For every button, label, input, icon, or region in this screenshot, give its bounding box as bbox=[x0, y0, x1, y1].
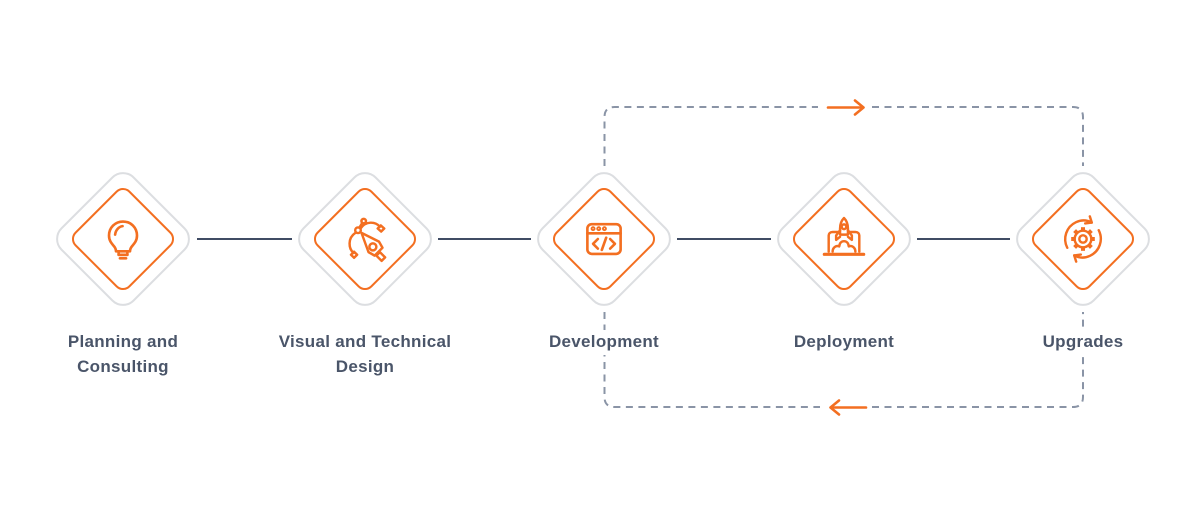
stage-label-planning: Planning and Consulting bbox=[67, 332, 179, 376]
code-window-icon bbox=[576, 211, 632, 267]
lightbulb-icon bbox=[95, 211, 151, 267]
stage-label-design: Visual and Technical Design bbox=[278, 332, 452, 376]
stage-node-upgrades-inner bbox=[1027, 183, 1139, 295]
loop-arrow-right-icon bbox=[826, 99, 865, 116]
stage-node-design-inner bbox=[309, 183, 421, 295]
stage-label-development: Development bbox=[509, 330, 699, 355]
rocket-launch-icon bbox=[816, 211, 872, 267]
stage-label-deployment: Deployment bbox=[793, 332, 895, 351]
stage-node-planning-inner bbox=[67, 183, 179, 295]
gear-sync-icon bbox=[1055, 211, 1111, 267]
dashed-loop bbox=[603, 106, 1084, 408]
loop-arrow-left-icon bbox=[829, 399, 868, 416]
stage-node-development-inner bbox=[548, 183, 660, 295]
stage-node-upgrades bbox=[1009, 165, 1157, 313]
stage-node-deployment bbox=[770, 165, 918, 313]
stage-node-development bbox=[530, 165, 678, 313]
stage-node-deployment-inner bbox=[788, 183, 900, 295]
pen-tool-icon bbox=[337, 211, 393, 267]
stage-label-upgrades: Upgrades bbox=[988, 330, 1178, 355]
stage-node-planning bbox=[49, 165, 197, 313]
stage-node-design bbox=[291, 165, 439, 313]
